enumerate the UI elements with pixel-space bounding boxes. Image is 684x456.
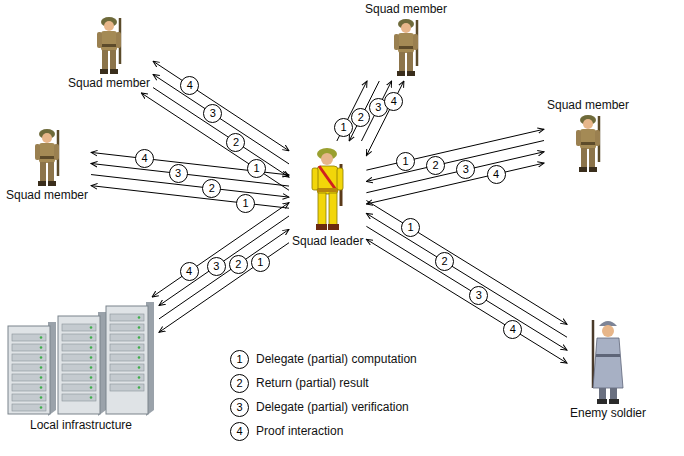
arrow-connector (159, 229, 289, 319)
callout-number: 1 (396, 152, 415, 171)
soldier-figure (569, 112, 607, 174)
callout-number: 3 (207, 257, 226, 276)
arrow-connector (152, 203, 289, 297)
figure-picture (6, 300, 156, 418)
figure-node: Squad member (6, 126, 88, 202)
figure-picture (387, 16, 425, 78)
arrow-connector (159, 243, 289, 333)
arrow-connector (366, 163, 544, 204)
callout-number: 3 (456, 160, 475, 179)
callout-number: 3 (230, 398, 249, 417)
node-label: Squad member (365, 2, 447, 16)
figure-node: Squad leader (292, 144, 363, 248)
callout-number: 3 (169, 164, 188, 183)
callout-number: 2 (229, 255, 248, 274)
node-label: Squad leader (292, 234, 363, 248)
node-label: Squad member (6, 188, 88, 202)
node-label: Squad member (547, 98, 629, 112)
callout-number: 1 (236, 194, 255, 213)
arrow-connector (366, 81, 404, 156)
callout-number: 1 (401, 218, 420, 237)
arrow-connector (153, 61, 289, 151)
arrow-connector (366, 152, 544, 193)
arrow-connector (366, 239, 567, 363)
figure-picture (28, 126, 66, 188)
callout-number: 1 (251, 253, 270, 272)
callout-number: 4 (180, 76, 199, 95)
callout-number: 4 (487, 165, 506, 184)
callout-number: 4 (503, 320, 522, 339)
node-label: Local infrastructure (30, 418, 132, 432)
legend-text: Proof interaction (256, 423, 343, 439)
arrow-connector (366, 213, 567, 337)
arrow-connector (153, 74, 289, 164)
callout-number: 3 (469, 286, 488, 305)
figure-node: Squad member (68, 14, 150, 90)
arrow-connector (91, 186, 289, 209)
callout-number: 2 (426, 156, 445, 175)
callout-number: 2 (351, 108, 370, 127)
callout-number: 1 (247, 159, 266, 178)
figure-picture (569, 112, 607, 174)
arrow-connector (159, 216, 289, 306)
callout-number: 1 (230, 350, 249, 369)
legend-text: Delegate (partial) computation (256, 351, 417, 367)
callout-number: 2 (202, 179, 221, 198)
callout-number: 4 (384, 92, 403, 111)
callout-number: 2 (226, 133, 245, 152)
arrow-connector (153, 88, 289, 178)
figure-picture (90, 14, 128, 76)
figure-picture (585, 318, 631, 406)
legend-text: Delegate (partial) verification (256, 399, 409, 415)
arrow-connector (366, 141, 544, 182)
callout-number: 3 (203, 104, 222, 123)
arrow-connector (366, 129, 544, 170)
legend-text: Return (partial) result (256, 375, 369, 391)
figure-picture (307, 144, 349, 234)
figure-node: Squad member (365, 2, 447, 78)
leader-figure (307, 144, 349, 234)
callout-number: 2 (230, 374, 249, 393)
callout-number: 4 (180, 262, 199, 281)
arrow-connector (366, 200, 567, 324)
callout-number: 4 (230, 422, 249, 441)
figure-node: Enemy soldier (570, 318, 646, 420)
server-rack-picture (6, 300, 156, 418)
figure-node: Local infrastructure (6, 300, 156, 432)
callout-number: 4 (135, 149, 154, 168)
arrow-connector (141, 93, 289, 190)
soldier-figure (90, 14, 128, 76)
callout-number: 1 (334, 118, 353, 137)
enemy-figure (585, 318, 631, 406)
figure-node: Squad member (547, 98, 629, 174)
node-label: Squad member (68, 76, 150, 90)
soldier-figure (387, 16, 425, 78)
node-label: Enemy soldier (570, 406, 646, 420)
callout-number: 2 (435, 252, 454, 271)
arrow-connector (91, 175, 289, 198)
arrow-connector (366, 226, 567, 350)
soldier-figure (28, 126, 66, 188)
